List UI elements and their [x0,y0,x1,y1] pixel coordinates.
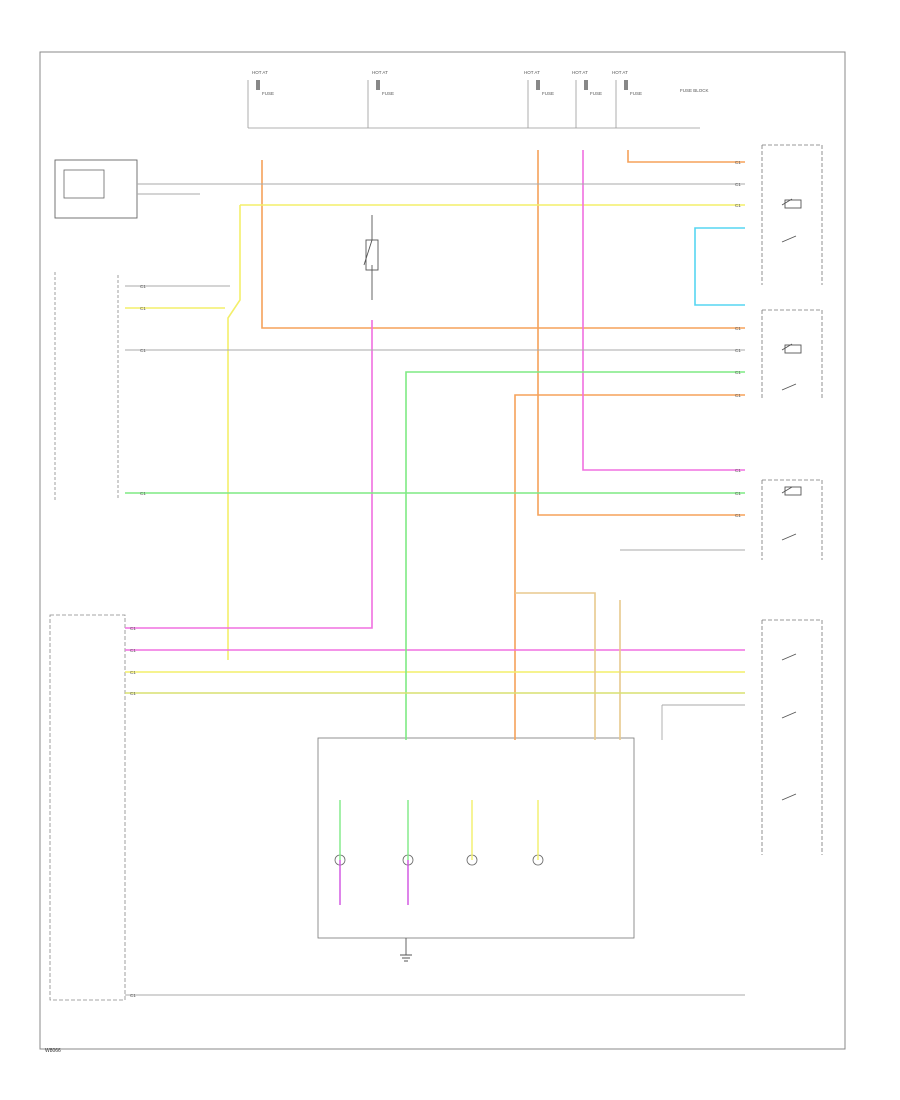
svg-text:HOT AT: HOT AT [524,70,540,75]
svg-text:FUSE: FUSE [590,91,602,96]
wire-black-grey [125,183,745,996]
svg-text:C1: C1 [130,691,136,696]
right-switch-group [761,144,823,855]
wire-light-green [125,371,745,740]
instrument-panel-cluster [49,614,126,1001]
svg-text:C1: C1 [140,284,146,289]
svg-text:C1: C1 [140,491,146,496]
svg-text:C1: C1 [130,993,136,998]
fuse-symbols [256,80,628,90]
svg-text:C1: C1 [130,670,136,675]
svg-text:C1: C1 [735,513,741,518]
wire-bulb-feeds [339,800,539,905]
lamp-bulbs [334,800,544,866]
svg-text:FUSE: FUSE [630,91,642,96]
wire-orange [261,150,745,740]
wire-tan [515,592,621,740]
svg-text:C1: C1 [735,468,741,473]
courtesy-lamps-module-inner [63,169,105,199]
ground-symbol [400,938,412,962]
svg-text:C1: C1 [735,491,741,496]
svg-text:HOT AT: HOT AT [252,70,268,75]
wire-light-blue [694,227,745,306]
svg-text:C1: C1 [130,626,136,631]
svg-text:FUSE: FUSE [262,91,274,96]
lamp-assembly-frame [317,737,635,939]
svg-text:C1: C1 [140,348,146,353]
relay-contacts [781,198,802,801]
page-code: W8066 [45,1048,61,1054]
svg-text:FUSE BLOCK: FUSE BLOCK [680,88,709,93]
svg-text:C1: C1 [140,306,146,311]
svg-text:C1: C1 [130,648,136,653]
wire-yellow [125,204,745,673]
wire-pink [125,150,745,651]
svg-text:C1: C1 [735,348,741,353]
svg-text:HOT AT: HOT AT [612,70,628,75]
fuse-labels: HOT AT HOT AT HOT AT HOT AT HOT AT FUSE … [252,70,709,96]
dimmer-switch-symbol [363,215,379,300]
svg-text:HOT AT: HOT AT [372,70,388,75]
svg-text:FUSE: FUSE [382,91,394,96]
svg-text:C1: C1 [735,393,741,398]
svg-text:C1: C1 [735,326,741,331]
courtesy-lamps-module [54,159,138,219]
svg-text:FUSE: FUSE [542,91,554,96]
svg-text:HOT AT: HOT AT [572,70,588,75]
svg-text:C1: C1 [735,370,741,375]
svg-text:C1: C1 [735,160,741,165]
connector-labels: C1 C1 C1 C1 C1 C1 C1 C1 C1 C1 C1 C1 C1 C… [130,160,741,998]
svg-text:C1: C1 [735,203,741,208]
svg-text:C1: C1 [735,182,741,187]
diagram-frame [39,51,846,1050]
fuse-block-group [247,80,700,129]
body-control-module [54,272,119,500]
